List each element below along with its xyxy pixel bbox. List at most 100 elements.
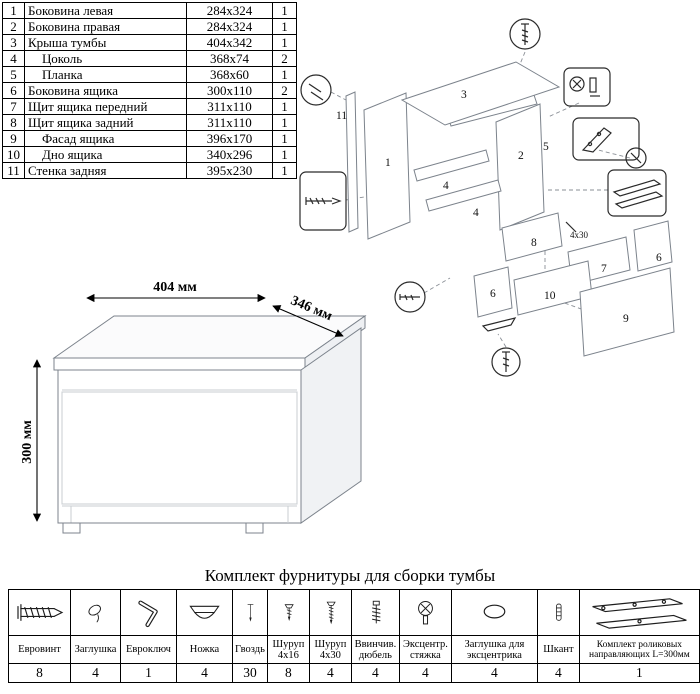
hw-item-name: Шуруп 4x16	[266, 635, 310, 664]
hw-item-name: Заглушка	[70, 635, 121, 664]
parts-cell-qty: 1	[272, 98, 297, 115]
parts-cell-name: Стенка задняя	[24, 162, 187, 179]
hw-item-name: Гвоздь	[232, 635, 268, 664]
parts-cell-num: 7	[2, 98, 25, 115]
screw-size-icon	[565, 221, 577, 233]
parts-cell-size: 340x296	[186, 146, 273, 163]
part-label: 11	[336, 110, 347, 122]
cabinet-drawing	[52, 315, 367, 534]
cam-lock-icon	[398, 589, 452, 636]
parts-cell-num: 11	[2, 162, 25, 179]
parts-cell-name: Планка	[24, 66, 187, 83]
part-label: 1	[385, 157, 391, 169]
diagram-part-labels: 3 11 1 2 5 4 4 8 7 6 6 10 9 4x30	[336, 89, 662, 325]
assembly-diagram: 3 11 1 2 5 4 4 8 7 6 6 10 9 4x30	[298, 0, 700, 408]
height-dimension-label: 300 мм	[20, 420, 35, 464]
wooden-dowel-icon	[536, 589, 580, 636]
parts-cell-num: 8	[2, 114, 25, 131]
hw-item-qty: 4	[308, 663, 352, 683]
confirmat-screw-icon	[8, 589, 71, 636]
parts-cell-num: 4	[2, 50, 25, 67]
rail-callout-icon	[607, 147, 667, 217]
parts-cell-name: Щит ящика передний	[24, 98, 187, 115]
parts-cell-num: 9	[2, 130, 25, 147]
part-label: 6	[490, 288, 496, 300]
part-label: 7	[601, 263, 607, 275]
parts-cell-num: 3	[2, 34, 25, 51]
screw-4x30-icon	[308, 589, 352, 636]
hw-item-qty: 4	[398, 663, 452, 683]
hw-item-name: Евроключ	[120, 635, 177, 664]
hw-item-name: Эксцентр. стяжка	[398, 635, 452, 664]
part-label: 9	[623, 313, 629, 325]
part-label: 4	[473, 207, 479, 219]
cam-cover-icon	[450, 589, 538, 636]
part-label: 2	[518, 150, 524, 162]
parts-cell-size: 404x342	[186, 34, 273, 51]
hw-item-name: Заглушка для эксцентрика	[450, 635, 538, 664]
screw-in-dowel-icon	[350, 589, 400, 636]
screw-size-note: 4x30	[570, 230, 589, 240]
hex-key-icon	[120, 589, 177, 636]
foot-callout-icon	[481, 317, 521, 377]
plug-cap-icon	[70, 589, 121, 636]
width-dimension-label: 404 мм	[153, 280, 197, 295]
part-label: 4	[443, 180, 449, 192]
hw-item-name: Комплект роликовых направляющих L=300мм	[578, 635, 700, 664]
parts-cell-num: 1	[2, 2, 25, 19]
hw-item-name: Ножка	[176, 635, 233, 664]
parts-cell-name: Щит ящика задний	[24, 114, 187, 131]
hw-item-name: Шуруп 4x30	[308, 635, 352, 664]
parts-cell-size: 395x230	[186, 162, 273, 179]
hw-item-qty: 8	[8, 663, 71, 683]
parts-cell-qty: 2	[272, 82, 297, 99]
parts-cell-size: 368x74	[186, 50, 273, 67]
hw-item-name: Ввинчив. дюбель	[350, 635, 400, 664]
product-drawing: 404 мм 346 мм 300 мм	[13, 276, 391, 574]
hw-item-qty: 4	[536, 663, 580, 683]
parts-cell-size: 300x110	[186, 82, 273, 99]
parts-cell-qty: 1	[272, 66, 297, 83]
parts-cell-qty: 1	[272, 18, 297, 35]
foot-icon	[176, 589, 233, 636]
screws-callout-icon	[300, 74, 332, 106]
parts-cell-name: Боковина ящика	[24, 82, 187, 99]
hw-item-qty: 8	[266, 663, 310, 683]
hw-item-qty: 4	[176, 663, 233, 683]
part-label: 8	[531, 237, 537, 249]
hardware-kit-title: Комплект фурнитуры для сборки тумбы	[204, 566, 496, 585]
product-drawing-svg: 404 мм 346 мм 300 мм	[20, 280, 367, 534]
parts-cell-name: Дно ящика	[24, 146, 187, 163]
screw-4x16-icon	[266, 589, 310, 636]
parts-cell-qty: 1	[272, 130, 297, 147]
hw-item-qty: 30	[232, 663, 268, 683]
part-label: 3	[461, 89, 467, 101]
parts-cell-qty: 1	[272, 34, 297, 51]
hw-item-qty: 1	[578, 663, 700, 683]
bracket-callout-icon	[572, 117, 640, 161]
parts-cell-qty: 1	[272, 2, 297, 19]
parts-cell-qty: 1	[272, 162, 297, 179]
parts-cell-name: Фасад ящика	[24, 130, 187, 147]
drawer-slides-icon	[578, 589, 700, 636]
parts-cell-num: 2	[2, 18, 25, 35]
parts-cell-qty: 2	[272, 50, 297, 67]
part-label: 6	[656, 252, 662, 264]
hw-item-qty: 4	[350, 663, 400, 683]
parts-cell-size: 311x110	[186, 114, 273, 131]
part-label: 10	[544, 290, 556, 302]
parts-cell-qty: 1	[272, 146, 297, 163]
